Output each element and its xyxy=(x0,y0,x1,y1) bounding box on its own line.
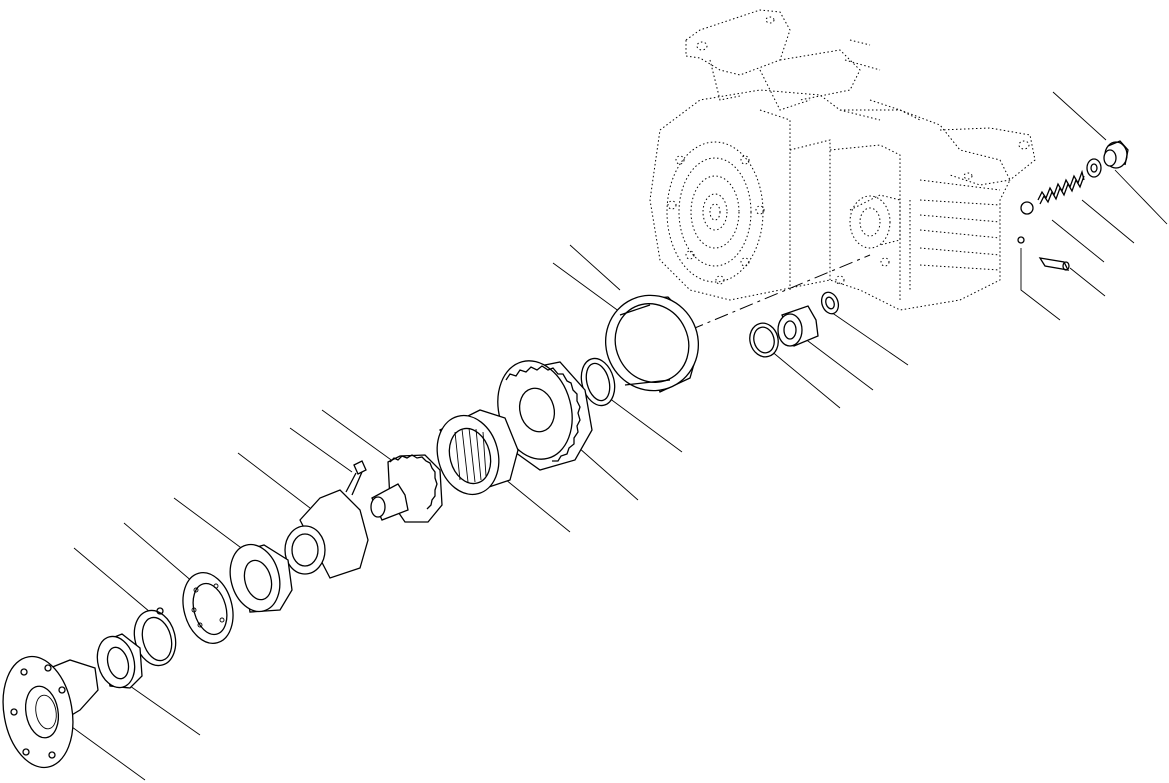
needle-roller-bearing xyxy=(436,409,519,496)
o-ring xyxy=(820,291,840,315)
compression-spring xyxy=(1037,169,1085,205)
large-spur-gear xyxy=(497,360,593,471)
spacer-ring xyxy=(229,543,293,613)
bearing-hub xyxy=(284,489,369,579)
oil-seal xyxy=(96,633,143,689)
small-bolt xyxy=(345,460,367,496)
ball-bearing xyxy=(182,572,234,644)
transmission-housing-dotted xyxy=(649,9,1036,311)
retaining-ring xyxy=(749,322,779,358)
bushing xyxy=(777,305,819,347)
sealing-washer xyxy=(1086,158,1102,178)
output-flange xyxy=(2,655,99,769)
dowel-pin xyxy=(1017,236,1070,271)
check-ball xyxy=(1020,201,1034,215)
axis-centerline xyxy=(689,254,871,331)
snap-ring xyxy=(580,357,616,407)
circlip xyxy=(133,607,177,667)
plug-screw xyxy=(1103,140,1129,169)
large-seal-ring xyxy=(604,294,700,393)
gear-shaft xyxy=(370,454,443,523)
leader-lines xyxy=(71,91,1168,781)
